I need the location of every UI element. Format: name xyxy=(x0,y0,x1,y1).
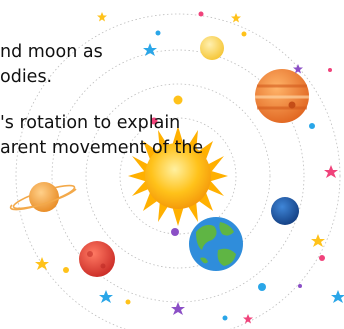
dot-icon xyxy=(222,315,228,321)
orbit-3 xyxy=(51,49,305,303)
small-yellow-planet-icon xyxy=(200,36,224,60)
dot-icon xyxy=(258,283,266,291)
dot-icon xyxy=(171,228,179,236)
earth-icon xyxy=(189,217,243,271)
dot-icon xyxy=(155,30,161,36)
blue-planet-icon xyxy=(271,197,299,225)
dot-icon xyxy=(173,95,183,105)
text-line-4: arent movement of the xyxy=(0,138,204,158)
star-icon xyxy=(231,13,241,23)
mars-icon xyxy=(79,241,115,277)
star-icon xyxy=(143,43,157,56)
dot-icon xyxy=(150,117,158,125)
sun-icon xyxy=(128,126,228,226)
dot-icon xyxy=(309,123,315,129)
dot-icon xyxy=(198,11,204,17)
star-icon xyxy=(171,302,185,315)
orbits xyxy=(15,13,341,329)
star-icon xyxy=(97,12,107,22)
star-icon xyxy=(331,290,344,303)
dot-icon xyxy=(63,267,69,273)
star-icon xyxy=(99,290,113,303)
star-icon xyxy=(243,314,253,324)
dot-icon xyxy=(125,299,131,305)
stars xyxy=(35,12,344,324)
text-line-3: 's rotation to explain xyxy=(0,113,181,133)
orbit-2 xyxy=(85,83,271,269)
dot-icon xyxy=(298,284,302,288)
orbit-1 xyxy=(119,117,237,235)
saturn-icon xyxy=(9,182,77,212)
dots xyxy=(63,11,332,321)
text-line-1: nd moon as xyxy=(0,42,103,62)
dot-icon xyxy=(328,68,332,72)
dot-icon xyxy=(319,255,325,261)
text-line-2: odies. xyxy=(0,67,53,87)
jupiter-icon xyxy=(255,69,309,123)
dot-icon xyxy=(241,31,247,37)
star-icon xyxy=(324,165,338,178)
star-icon xyxy=(293,64,303,74)
star-icon xyxy=(311,234,325,247)
star-icon xyxy=(35,257,49,270)
orbit-4 xyxy=(15,13,341,329)
